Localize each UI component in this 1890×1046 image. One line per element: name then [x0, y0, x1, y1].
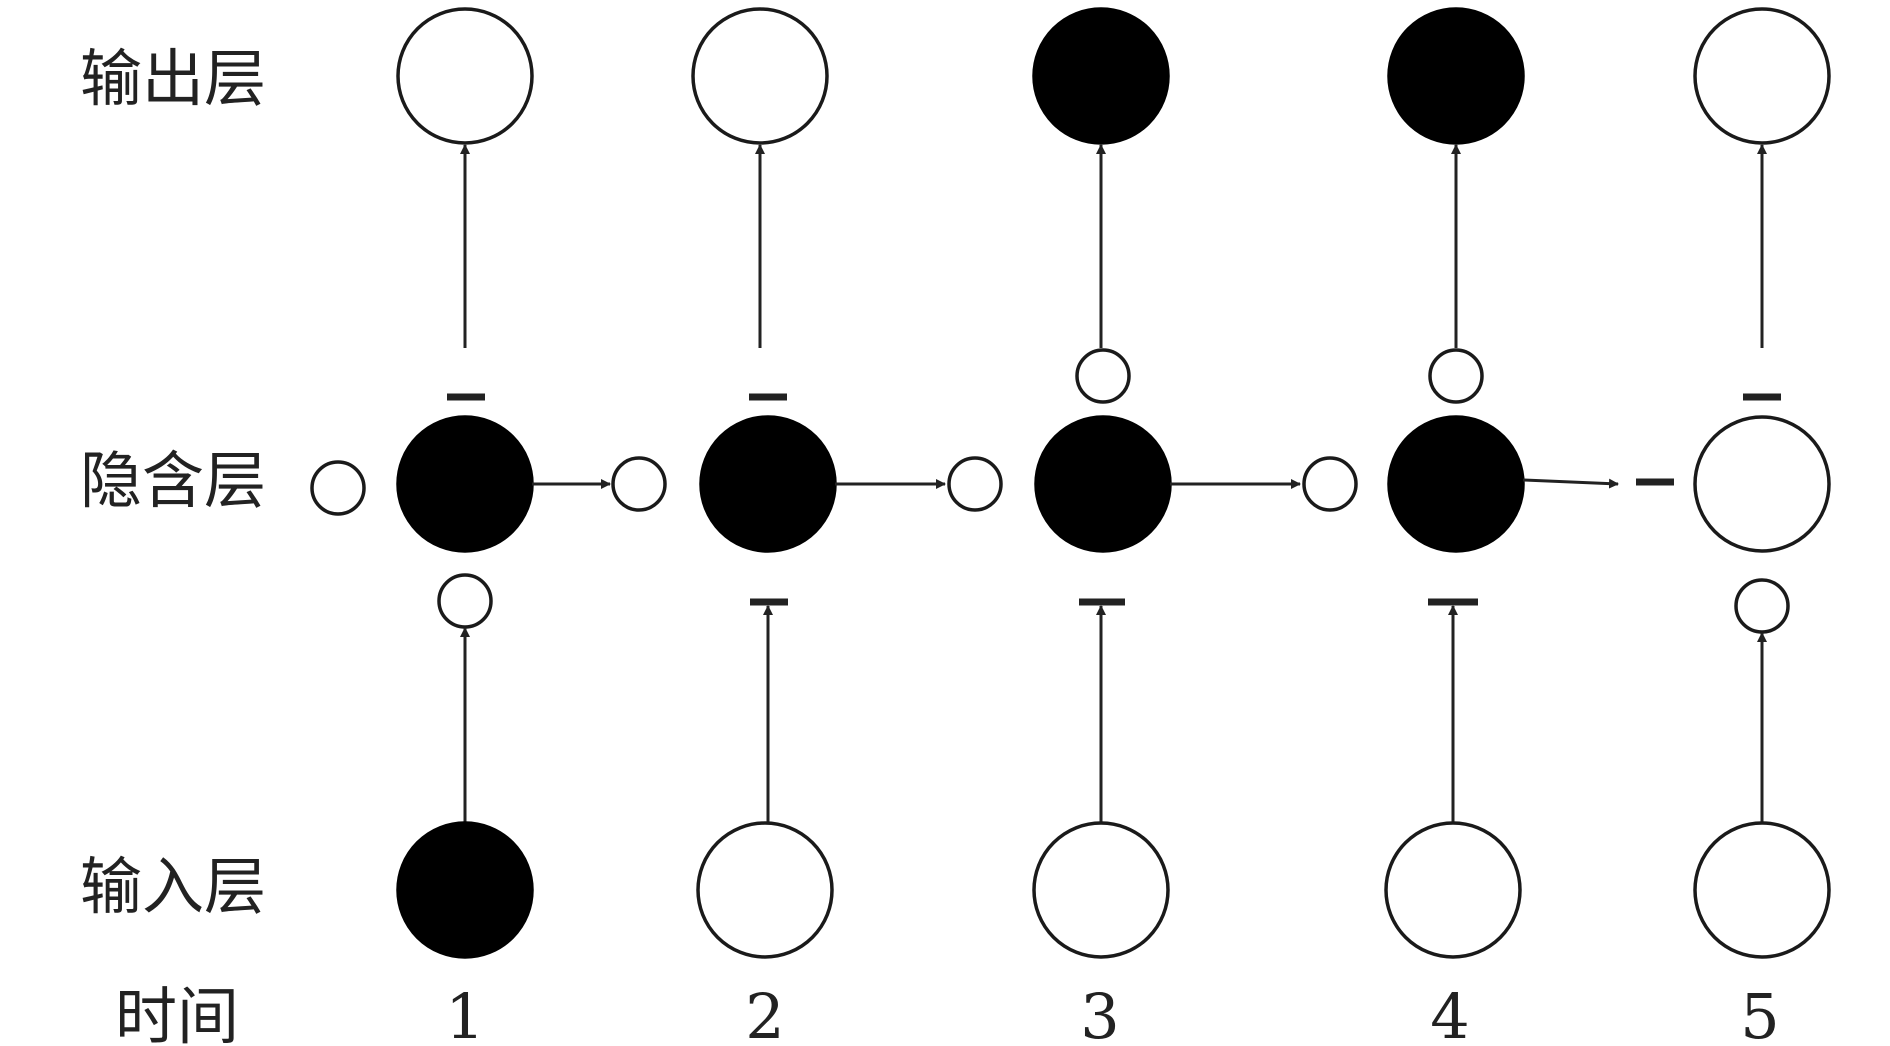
time-step-label: 2: [745, 980, 784, 1046]
initial-hidden-gate: [310, 460, 366, 516]
output-node: [1032, 7, 1170, 145]
hidden-node: [699, 415, 837, 553]
input-gate-open: [1734, 578, 1790, 634]
input-node: [1384, 821, 1522, 959]
output-gate-open: [1428, 348, 1484, 404]
time-step-label: 1: [445, 980, 484, 1046]
output-node: [1693, 7, 1831, 145]
output-layer-label: 输出层: [80, 42, 266, 115]
time-step-label: 3: [1080, 980, 1119, 1046]
hidden-node: [1693, 415, 1831, 553]
recurrent-connection: [1522, 478, 1619, 489]
time-step-label: 5: [1740, 980, 1779, 1046]
forget-gate-open: [947, 456, 1003, 512]
time-step-label: 4: [1430, 980, 1469, 1046]
input-node: [396, 821, 534, 959]
hidden-node: [1034, 415, 1172, 553]
output-node: [691, 7, 829, 145]
output-gate-open: [1075, 348, 1131, 404]
output-node: [1387, 7, 1525, 145]
hidden-layer-label: 隐含层: [80, 444, 266, 517]
input-node: [1693, 821, 1831, 959]
input-node: [696, 821, 834, 959]
forget-gate-open: [1302, 456, 1358, 512]
output-node: [396, 7, 534, 145]
hidden-node: [1387, 415, 1525, 553]
forget-gate-open: [611, 456, 667, 512]
input-gate-open: [437, 573, 493, 629]
hidden-node: [396, 415, 534, 553]
input-layer-label: 输入层: [80, 850, 266, 923]
input-node: [1032, 821, 1170, 959]
time-label: 时间: [115, 980, 239, 1046]
